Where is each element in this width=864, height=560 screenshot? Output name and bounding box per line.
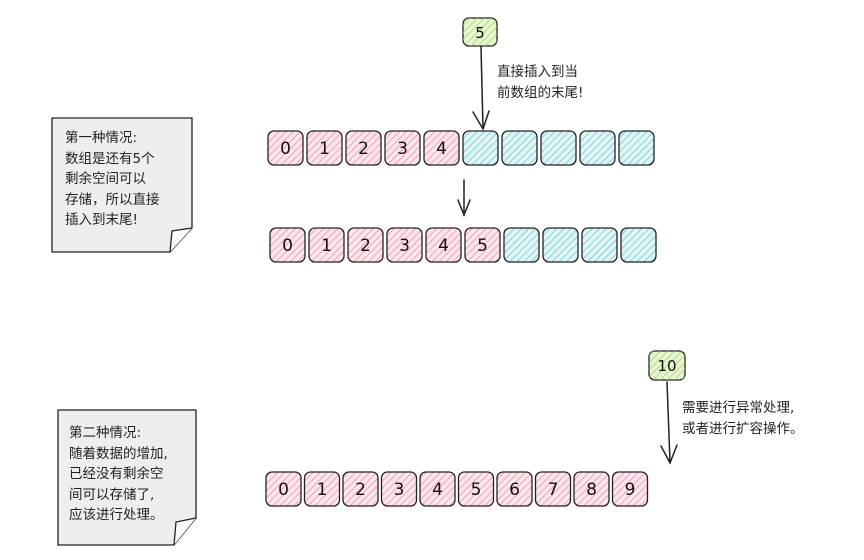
note-scenario-two: 第二种情况: 随着数据的增加, 已经没有剩余空 间可以存储了, 应该进行处理。 xyxy=(69,425,168,523)
array-after-cell-9 xyxy=(620,227,657,263)
arrow-insert-10 xyxy=(660,381,678,465)
array-after: 0 1 2 3 4 5 xyxy=(269,227,657,263)
array-before-cell-1: 1 xyxy=(306,130,343,166)
array-full-cell-label-4: 4 xyxy=(432,480,443,500)
array-after-cell-label-2: 2 xyxy=(360,236,371,256)
array-after-cell-8 xyxy=(581,227,618,263)
annotation-scenario-two: 需要进行异常处理, 或者进行扩容操作。 xyxy=(682,400,804,437)
array-full-cell-label-7: 7 xyxy=(548,480,559,500)
array-full-cell-label-2: 2 xyxy=(355,480,366,500)
new-element-5: 5 xyxy=(462,17,498,47)
arrow-down-result xyxy=(457,179,471,218)
array-full-cell-label-3: 3 xyxy=(394,480,405,500)
array-full-cell-label-5: 5 xyxy=(471,480,482,500)
array-after-cell-4: 4 xyxy=(425,227,462,263)
array-full-cell-7: 7 xyxy=(534,471,572,507)
array-after-cell-2: 2 xyxy=(347,227,384,263)
new-element-10: 10 xyxy=(648,350,686,381)
array-after-cell-1: 1 xyxy=(308,227,345,263)
array-before-cell-label-4: 4 xyxy=(436,139,447,159)
array-after-cell-6 xyxy=(503,227,540,263)
new-element-5-label: 5 xyxy=(475,24,485,42)
array-full-cell-0: 0 xyxy=(265,471,302,507)
array-full-cell-4: 4 xyxy=(419,471,456,507)
array-after-cell-label-0: 0 xyxy=(282,236,293,256)
array-before-cell-4: 4 xyxy=(423,130,460,166)
array-full-cell-label-0: 0 xyxy=(278,480,289,500)
annotation-scenario-one: 直接插入到当 前数组的末尾! xyxy=(497,64,584,101)
arrow-insert-5 xyxy=(472,46,490,131)
array-full-cell-2: 2 xyxy=(342,471,379,507)
array-full-cell-5: 5 xyxy=(457,471,495,507)
array-before-cell-5 xyxy=(462,130,499,166)
array-after-cell-0: 0 xyxy=(269,227,306,263)
array-after-cell-label-3: 3 xyxy=(399,236,410,256)
array-full-cell-label-8: 8 xyxy=(586,480,597,500)
array-after-cell-3: 3 xyxy=(386,227,423,263)
array-full: 0 1 2 3 4 5 6 7 8 9 xyxy=(265,471,649,507)
array-full-cell-1: 1 xyxy=(303,471,341,507)
array-before-cell-7 xyxy=(540,130,577,166)
array-full-cell-3: 3 xyxy=(380,471,418,507)
array-before-cell-0: 0 xyxy=(267,130,304,166)
note-paper-2 xyxy=(57,409,197,546)
array-full-cell-label-6: 6 xyxy=(509,480,520,500)
array-before-cell-9 xyxy=(618,130,655,166)
array-after-cell-label-5: 5 xyxy=(477,236,488,256)
array-before-cell-label-1: 1 xyxy=(319,139,330,159)
note-paper-1 xyxy=(51,117,193,253)
array-before-cell-label-0: 0 xyxy=(280,139,291,159)
array-full-cell-label-1: 1 xyxy=(317,480,328,500)
note-scenario-one: 第一种情况: 数组是还有5个 剩余空间可以 存储，所以直接 插入到末尾! xyxy=(65,130,160,228)
array-full-cell-8: 8 xyxy=(573,471,610,507)
array-before-cell-8 xyxy=(579,130,616,166)
array-after-cell-5: 5 xyxy=(464,227,501,263)
array-before-cell-6 xyxy=(501,130,538,166)
array-before-cell-label-2: 2 xyxy=(358,139,369,159)
array-before-cell-label-3: 3 xyxy=(397,139,408,159)
array-before: 0 1 2 3 4 xyxy=(267,130,655,166)
array-before-cell-3: 3 xyxy=(384,130,421,166)
array-full-cell-6: 6 xyxy=(496,471,533,507)
new-element-10-label: 10 xyxy=(657,357,676,375)
array-after-cell-label-4: 4 xyxy=(438,236,449,256)
array-after-cell-7 xyxy=(542,227,579,263)
array-full-cell-label-9: 9 xyxy=(625,480,636,500)
array-before-cell-2: 2 xyxy=(345,130,382,166)
array-full-cell-9: 9 xyxy=(611,471,649,507)
array-after-cell-label-1: 1 xyxy=(321,236,332,256)
